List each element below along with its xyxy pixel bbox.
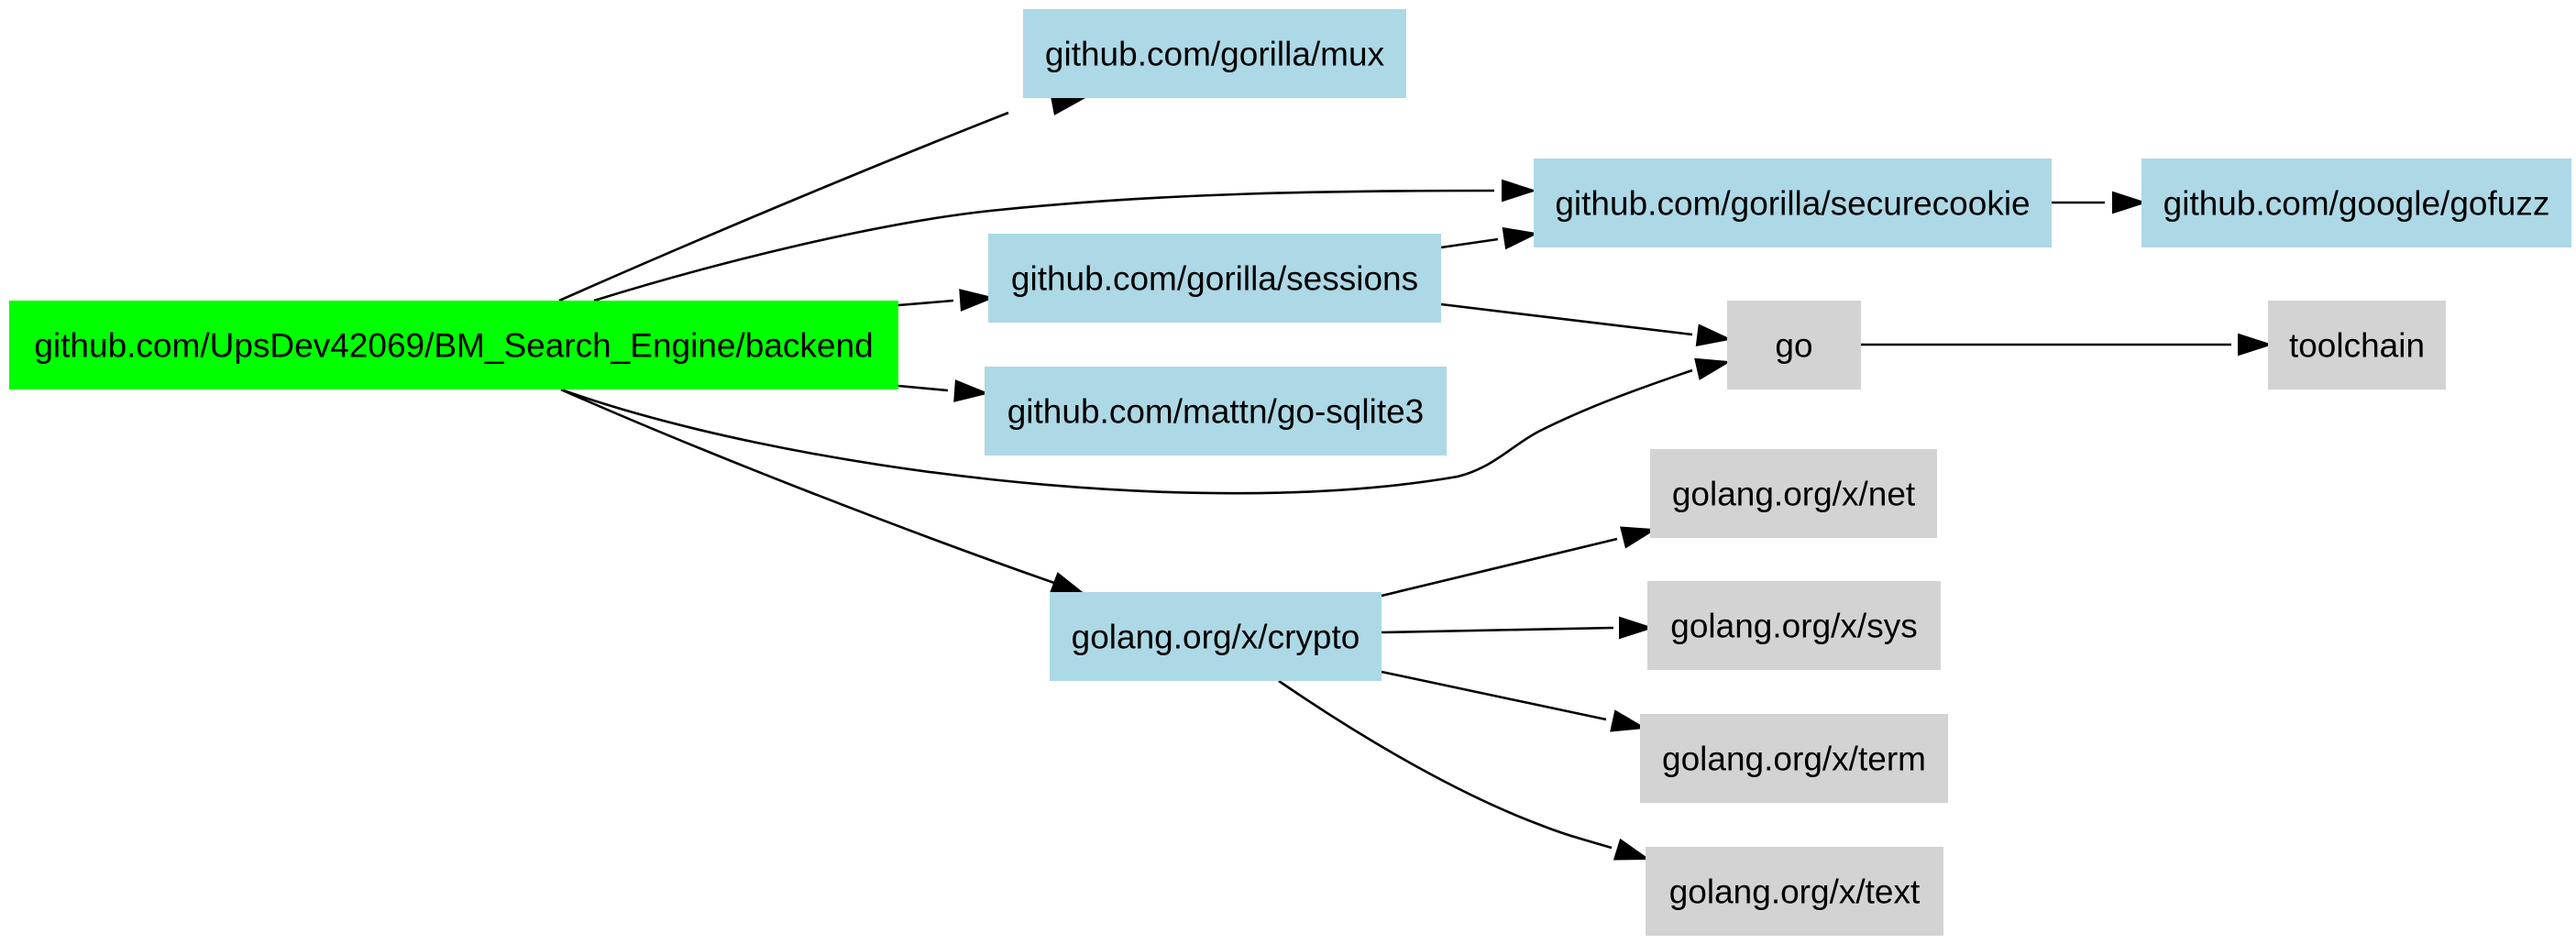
edge-line: [560, 368, 1693, 495]
node-term[interactable]: golang.org/x/term: [1640, 714, 1948, 803]
node-mux[interactable]: github.com/gorilla/mux: [1023, 9, 1406, 98]
node-net[interactable]: golang.org/x/net: [1650, 449, 1937, 538]
edge-line: [897, 299, 954, 307]
node-box[interactable]: [1050, 592, 1382, 681]
edges-layer: [558, 93, 2273, 861]
node-box[interactable]: [985, 367, 1447, 456]
node-sys[interactable]: golang.org/x/sys: [1647, 581, 1941, 670]
edge-line: [1278, 679, 1613, 850]
edge-backend-to-sqlite3: [897, 379, 990, 402]
edge-crypto-to-text: [1278, 679, 1651, 861]
edge-line: [558, 111, 1009, 302]
node-securecookie[interactable]: github.com/gorilla/securecookie: [1534, 159, 2052, 247]
edge-line: [1381, 670, 1607, 721]
node-box[interactable]: [1534, 159, 2052, 247]
edge-line: [1440, 302, 1693, 336]
node-label: golang.org/x/net: [1672, 476, 1916, 513]
edge-arrowhead: [1619, 616, 1655, 640]
nodes-layer: github.com/UpsDev42069/BM_Search_Engine/…: [9, 9, 2571, 936]
node-label: golang.org/x/term: [1662, 741, 1926, 778]
node-gofuzz[interactable]: github.com/google/gofuzz: [2141, 159, 2571, 247]
edge-backend-to-go: [560, 357, 1732, 495]
edge-line: [560, 388, 1055, 585]
edge-sessions-to-go: [1440, 302, 1733, 346]
edge-arrowhead: [959, 289, 996, 312]
node-box[interactable]: [2141, 159, 2571, 247]
node-box[interactable]: [1640, 714, 1948, 803]
edge-go-to-toolchain: [1861, 333, 2273, 357]
node-go[interactable]: go: [1727, 301, 1861, 390]
edge-arrowhead: [1620, 526, 1657, 549]
edge-arrowhead: [1610, 709, 1647, 732]
edge-backend-to-sessions: [897, 289, 996, 312]
node-sqlite3[interactable]: github.com/mattn/go-sqlite3: [985, 367, 1447, 456]
node-label: github.com/gorilla/mux: [1045, 36, 1385, 73]
node-box[interactable]: [1023, 9, 1406, 98]
edge-arrowhead: [2238, 333, 2273, 357]
edge-line: [1381, 537, 1618, 598]
node-label: github.com/gorilla/securecookie: [1555, 185, 2030, 223]
node-box[interactable]: [1727, 301, 1861, 390]
node-box[interactable]: [1646, 847, 1943, 936]
node-box[interactable]: [988, 234, 1441, 323]
edge-line: [593, 189, 1495, 302]
node-label: toolchain: [2289, 327, 2425, 365]
node-crypto[interactable]: golang.org/x/crypto: [1050, 592, 1382, 681]
node-sessions[interactable]: github.com/gorilla/sessions: [988, 234, 1441, 323]
node-label: github.com/mattn/go-sqlite3: [1007, 393, 1425, 431]
edge-arrowhead: [2112, 191, 2148, 214]
edge-arrowhead: [1694, 357, 1732, 380]
edge-crypto-to-net: [1381, 526, 1657, 598]
edge-arrowhead: [1695, 324, 1733, 346]
node-toolchain[interactable]: toolchain: [2268, 301, 2446, 390]
edge-arrowhead: [1502, 226, 1539, 250]
node-label: golang.org/x/crypto: [1072, 619, 1360, 656]
node-label: go: [1775, 327, 1812, 365]
edge-line: [1381, 626, 1614, 634]
edge-backend-to-securecookie: [593, 179, 1537, 302]
edge-crypto-to-term: [1381, 670, 1647, 732]
node-label: golang.org/x/sys: [1670, 608, 1917, 645]
edge-line: [1440, 237, 1499, 249]
node-label: github.com/gorilla/sessions: [1011, 260, 1418, 298]
edge-crypto-to-sys: [1381, 616, 1655, 640]
edge-arrowhead: [1502, 179, 1537, 203]
node-label: github.com/google/gofuzz: [2163, 185, 2550, 223]
edge-securecookie-to-gofuzz: [2052, 191, 2148, 214]
edge-arrowhead: [953, 379, 990, 402]
edge-line: [897, 384, 949, 392]
node-label: golang.org/x/text: [1669, 873, 1921, 911]
node-box[interactable]: [9, 301, 898, 390]
node-backend[interactable]: github.com/UpsDev42069/BM_Search_Engine/…: [9, 301, 898, 390]
node-box[interactable]: [1647, 581, 1941, 670]
edge-sessions-to-securecookie: [1440, 226, 1539, 250]
node-text[interactable]: golang.org/x/text: [1646, 847, 1943, 936]
node-label: github.com/UpsDev42069/BM_Search_Engine/…: [34, 327, 873, 365]
node-box[interactable]: [1650, 449, 1937, 538]
edge-arrowhead: [1613, 838, 1651, 861]
node-box[interactable]: [2268, 301, 2446, 390]
